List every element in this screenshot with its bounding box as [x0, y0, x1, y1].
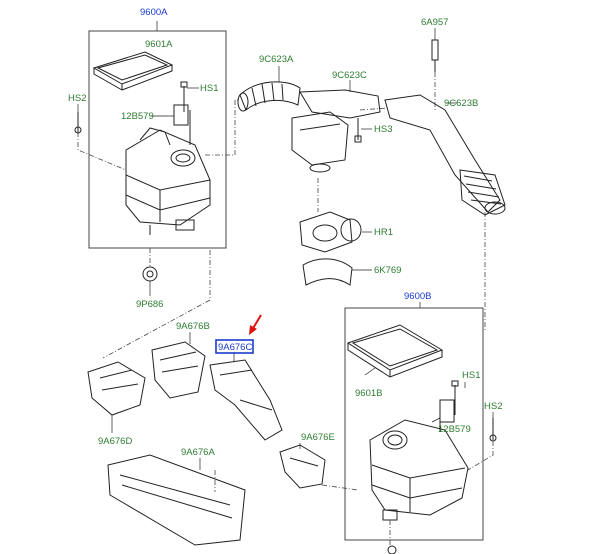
- bracket-right: [431, 399, 455, 423]
- label-6k769: 6K769: [374, 265, 401, 276]
- air-filter-housing-right: [369, 400, 469, 521]
- maf-housing: [299, 211, 353, 253]
- assembly-box-right: [344, 307, 484, 541]
- label-hs2-left: HS2: [68, 93, 86, 104]
- label-9a676d: 9A676D: [98, 436, 132, 447]
- duct-9a676c: [209, 352, 283, 441]
- label-hr1: HR1: [374, 227, 393, 238]
- screw-hs2-left: [74, 104, 82, 134]
- screw-hs3: [354, 118, 372, 143]
- screw-hs1-right: [451, 380, 466, 415]
- air-filter-element-right: [346, 324, 444, 378]
- label-hs3: HS3: [374, 124, 392, 135]
- label-9c623a: 9C623A: [259, 54, 294, 65]
- label-9601b: 9601B: [355, 388, 382, 399]
- assembly-box-left: [88, 30, 227, 249]
- duct-9a676e: [279, 443, 326, 489]
- label-9a676b: 9A676B: [176, 321, 210, 332]
- label-hs1-left: HS1: [200, 83, 218, 94]
- label-9601a: 9601A: [145, 39, 173, 50]
- label-9a676c: 9A676C: [218, 342, 252, 353]
- grommet-9p686: [142, 266, 158, 296]
- highlight-box: [215, 339, 254, 354]
- label-hs2-right: HS2: [484, 401, 502, 412]
- label-12b579-right: 12B579: [438, 424, 471, 435]
- tube-6k769: [302, 258, 372, 286]
- label-9600b: 9600B: [404, 291, 431, 302]
- sensor-6a957: [431, 28, 439, 72]
- screw-hs1-left: [180, 81, 199, 112]
- air-filter-element-left: [92, 51, 174, 91]
- red-arrow-icon: [249, 314, 262, 335]
- air-filter-housing-left: [125, 110, 211, 235]
- intake-hose-9c623b: [384, 94, 506, 216]
- duct-9a676d: [87, 361, 146, 433]
- duct-9a676a: [107, 454, 246, 546]
- label-9600a: 9600A: [140, 7, 168, 18]
- clamp-hr1: [340, 218, 372, 242]
- label-9c623b: 9C623B: [444, 98, 478, 109]
- label-12b579-left: 12B579: [121, 111, 154, 122]
- intake-hose-9c623a: [237, 66, 301, 112]
- label-9a676a: 9A676A: [181, 447, 215, 458]
- label-9p686: 9P686: [136, 299, 163, 310]
- duct-9a676b: [151, 332, 206, 399]
- resonator-9c623c: [291, 80, 381, 173]
- bracket-left: [150, 104, 189, 126]
- label-6a957: 6A957: [421, 17, 448, 28]
- label-9a676e: 9A676E: [301, 432, 335, 443]
- label-9c623c: 9C623C: [332, 70, 367, 81]
- screw-hs2-right: [489, 412, 497, 442]
- label-hs1-right: HS1: [462, 370, 480, 381]
- grommet-right: [387, 545, 397, 554]
